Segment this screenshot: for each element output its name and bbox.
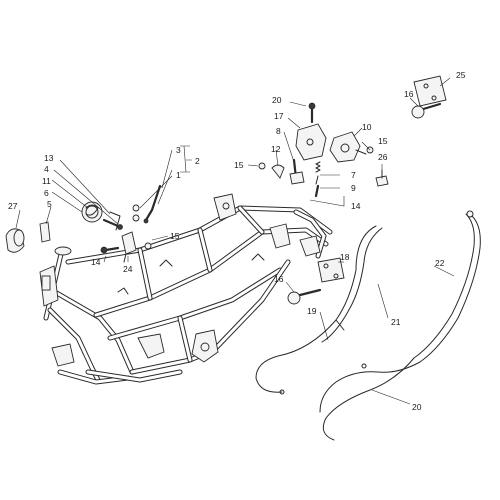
part-27-grommet [5,228,25,253]
callout-8: 8 [276,126,281,136]
callout-16b: 16 [274,274,284,284]
callout-10: 10 [362,122,372,132]
part-20-screw-top [308,102,316,124]
callout-14b: 14 [351,201,361,211]
part-4-lock-pin [102,211,123,231]
callout-22: 22 [435,258,445,268]
part-19-cable [255,225,377,395]
part-10-latch [329,131,367,163]
callout-9: 9 [351,183,356,193]
callout-15c: 15 [170,231,180,241]
part-1-washer [132,204,140,222]
callout-15a: 15 [234,160,244,170]
part-11-lock-spring [81,201,103,223]
part-24-bracket [121,231,137,263]
part-14-screw-left [100,246,120,254]
leader-lines [15,77,455,405]
part-7-spring [315,161,321,185]
part-12-cam [271,164,285,179]
callout-13: 13 [44,153,54,163]
callout-6: 6 [44,188,49,198]
part-16-knob-middle [287,288,322,305]
callout-1: 1 [176,170,181,180]
part-22-cable [377,210,481,373]
callout-11: 11 [42,176,51,186]
part-15-nut-center [258,162,266,170]
callout-16a: 16 [404,89,414,99]
part-16-knob-top [411,102,442,119]
callout-labels: 1 2 3 4 5 6 7 8 9 10 11 12 13 14 14 15 1… [8,70,466,412]
part-3-lever [143,184,162,224]
callout-5: 5 [47,199,52,209]
callout-12: 12 [271,144,281,154]
callout-26: 26 [378,152,388,162]
callout-21: 21 [391,317,401,327]
callout-14a: 14 [91,257,101,267]
callout-2: 2 [195,156,200,166]
part-18-plate [317,257,345,283]
callout-19: 19 [307,306,317,316]
part-9-screw [314,184,320,198]
callout-4: 4 [44,164,49,174]
callout-18: 18 [340,252,350,262]
part-8-rod [289,158,305,185]
callout-24: 24 [123,264,133,274]
callout-20b: 20 [412,402,422,412]
part-25-plate [413,75,447,107]
callout-17: 17 [274,111,284,121]
part-15-nut-left [144,242,152,250]
part-5-clip [39,221,51,243]
part-20-cable [319,357,415,441]
callout-3: 3 [176,145,181,155]
part-21-cable [321,227,383,343]
callout-27: 27 [8,201,18,211]
callout-25: 25 [456,70,466,80]
callout-7: 7 [351,170,356,180]
part-17-plate [295,123,327,161]
callout-20a: 20 [272,95,282,105]
callout-15b: 15 [378,136,388,146]
part-26-bolt [375,169,389,187]
